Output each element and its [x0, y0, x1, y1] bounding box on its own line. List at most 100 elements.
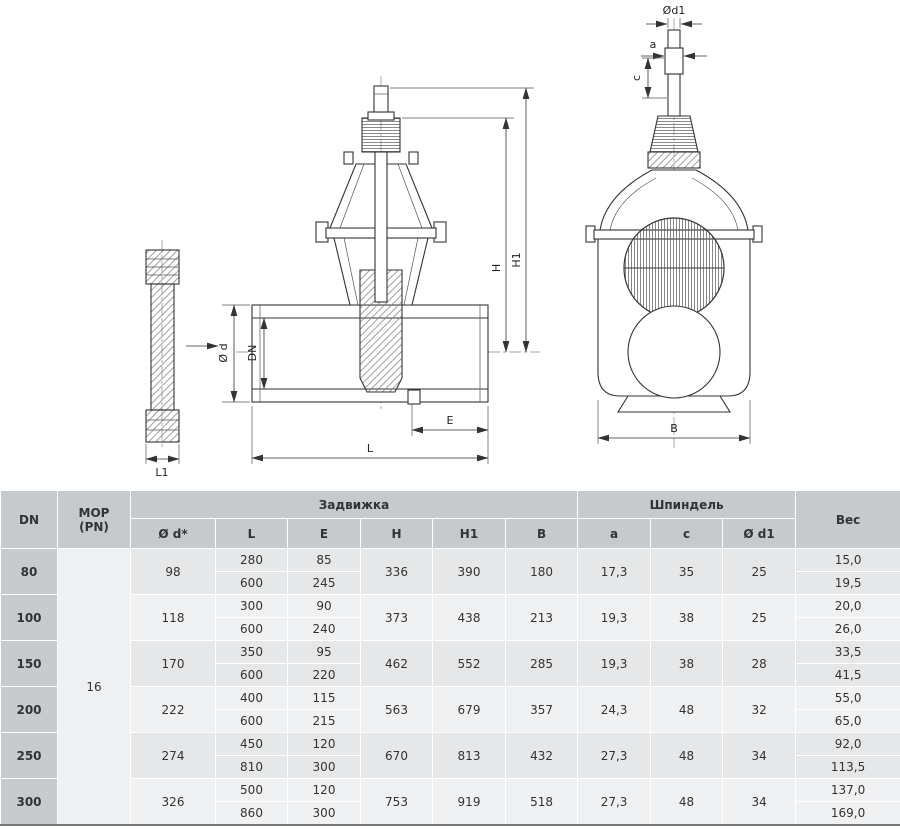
dim-label-dn: DN	[246, 345, 259, 362]
cell-h: 670	[360, 732, 433, 779]
cell-l: 500	[215, 778, 288, 802]
cell-od: 170	[130, 640, 216, 687]
dim-label-h1: H1	[510, 252, 523, 267]
cell-h: 753	[360, 778, 433, 826]
cell-weight: 113,5	[795, 755, 900, 779]
cell-c: 38	[650, 594, 724, 641]
dim-label-od: Ø d	[217, 343, 230, 362]
cell-a: 27,3	[577, 778, 652, 826]
cell-e: 240	[287, 617, 361, 641]
cell-od: 274	[130, 732, 216, 779]
cell-weight: 41,5	[795, 663, 900, 687]
cell-l: 350	[215, 640, 288, 664]
dim-label-a: a	[650, 38, 657, 51]
cell-e: 120	[287, 732, 361, 756]
col-header-mop-line2: (PN)	[79, 519, 109, 534]
table-row: 860 300 169,0	[1, 801, 900, 826]
cell-od1: 28	[722, 640, 797, 687]
col-header-e: E	[287, 518, 361, 549]
cell-weight: 15,0	[795, 548, 900, 572]
col-header-weight: Вес	[795, 490, 900, 549]
wedge	[359, 269, 403, 393]
cell-od: 326	[130, 778, 216, 826]
dim-label-l1: L1	[155, 466, 168, 479]
cell-b: 518	[504, 778, 579, 826]
cell-od1: 34	[722, 732, 797, 779]
cell-a: 27,3	[577, 732, 652, 779]
cell-h1: 919	[432, 778, 506, 826]
cell-h: 373	[360, 594, 433, 641]
cell-weight: 92,0	[795, 732, 900, 756]
col-header-od: Ø d*	[130, 518, 216, 549]
cell-od1: 25	[722, 548, 797, 595]
cell-e: 215	[287, 709, 361, 733]
cell-dn: 80	[0, 548, 58, 595]
cell-c: 48	[650, 732, 724, 779]
drawing-area: L1	[145, 4, 763, 479]
cell-weight: 26,0	[795, 617, 900, 641]
cell-h: 336	[360, 548, 433, 595]
cell-dn: 100	[0, 594, 58, 641]
cell-c: 35	[650, 548, 724, 595]
cell-weight: 169,0	[795, 801, 900, 826]
cell-l: 280	[215, 548, 288, 572]
dim-label-od1: Ød1	[663, 4, 686, 17]
cell-dn: 250	[0, 732, 58, 779]
dim-label-e: E	[447, 414, 454, 427]
cell-e: 85	[287, 548, 361, 572]
table-row: 810 300 113,5	[1, 755, 900, 779]
cell-l: 600	[215, 617, 288, 641]
flange-side-view: L1	[145, 240, 219, 479]
cell-weight: 55,0	[795, 686, 900, 710]
cell-h1: 679	[432, 686, 506, 733]
col-header-dn: DN	[0, 490, 58, 549]
cell-e: 90	[287, 594, 361, 618]
table-row: 250 274 450 120 670 813 432 27,3 48 34 9…	[0, 732, 900, 779]
col-header-b: B	[504, 518, 579, 549]
dim-label-h: H	[490, 264, 503, 272]
table-row: 600 215 65,0	[1, 709, 900, 733]
cell-c: 48	[650, 686, 724, 733]
cell-od: 222	[130, 686, 216, 733]
gland-bolt-right	[408, 151, 419, 165]
col-header-l: L	[215, 518, 288, 549]
cell-e: 220	[287, 663, 361, 687]
table-row: 150 170 350 95 462 552 285 19,3 38 28 33…	[0, 640, 900, 687]
cell-dn: 300	[0, 778, 58, 826]
cell-b: 213	[504, 594, 579, 641]
col-group-spindle: Шпиндель	[577, 490, 797, 519]
cell-a: 24,3	[577, 686, 652, 733]
stem-head	[373, 85, 389, 113]
cell-c: 48	[650, 778, 724, 826]
cell-od: 118	[130, 594, 216, 641]
col-header-c: c	[650, 518, 724, 549]
cell-e: 300	[287, 801, 361, 826]
cell-l: 860	[215, 801, 288, 826]
cell-h1: 813	[432, 732, 506, 779]
cell-l: 600	[215, 663, 288, 687]
gland-bolt-left	[343, 151, 354, 165]
dim-label-l: L	[367, 442, 374, 455]
cell-c: 38	[650, 640, 724, 687]
cell-weight: 137,0	[795, 778, 900, 802]
cell-l: 300	[215, 594, 288, 618]
drain-plug	[407, 389, 421, 405]
cell-od1: 32	[722, 686, 797, 733]
cell-weight: 19,5	[795, 571, 900, 595]
col-header-h1: H1	[432, 518, 506, 549]
table-row: 600 220 41,5	[1, 663, 900, 687]
dimensions-table: DN МОР (PN) Задвижка Шпиндель Вес Ø d* L…	[0, 490, 900, 826]
cell-dn: 200	[0, 686, 58, 733]
cell-e: 245	[287, 571, 361, 595]
cell-h1: 552	[432, 640, 506, 687]
cell-weight: 33,5	[795, 640, 900, 664]
dim-label-b: B	[670, 422, 678, 435]
cell-od: 98	[130, 548, 216, 595]
table-row: 600 245 19,5	[1, 571, 900, 595]
cell-a: 19,3	[577, 594, 652, 641]
table-subheader-row: Ø d* L E H H1 B a c Ø d1	[1, 518, 900, 549]
cell-h1: 438	[432, 594, 506, 641]
stem-tip	[667, 29, 681, 49]
col-header-a: a	[577, 518, 652, 549]
table-header-row: DN МОР (PN) Задвижка Шпиндель Вес	[0, 490, 900, 549]
